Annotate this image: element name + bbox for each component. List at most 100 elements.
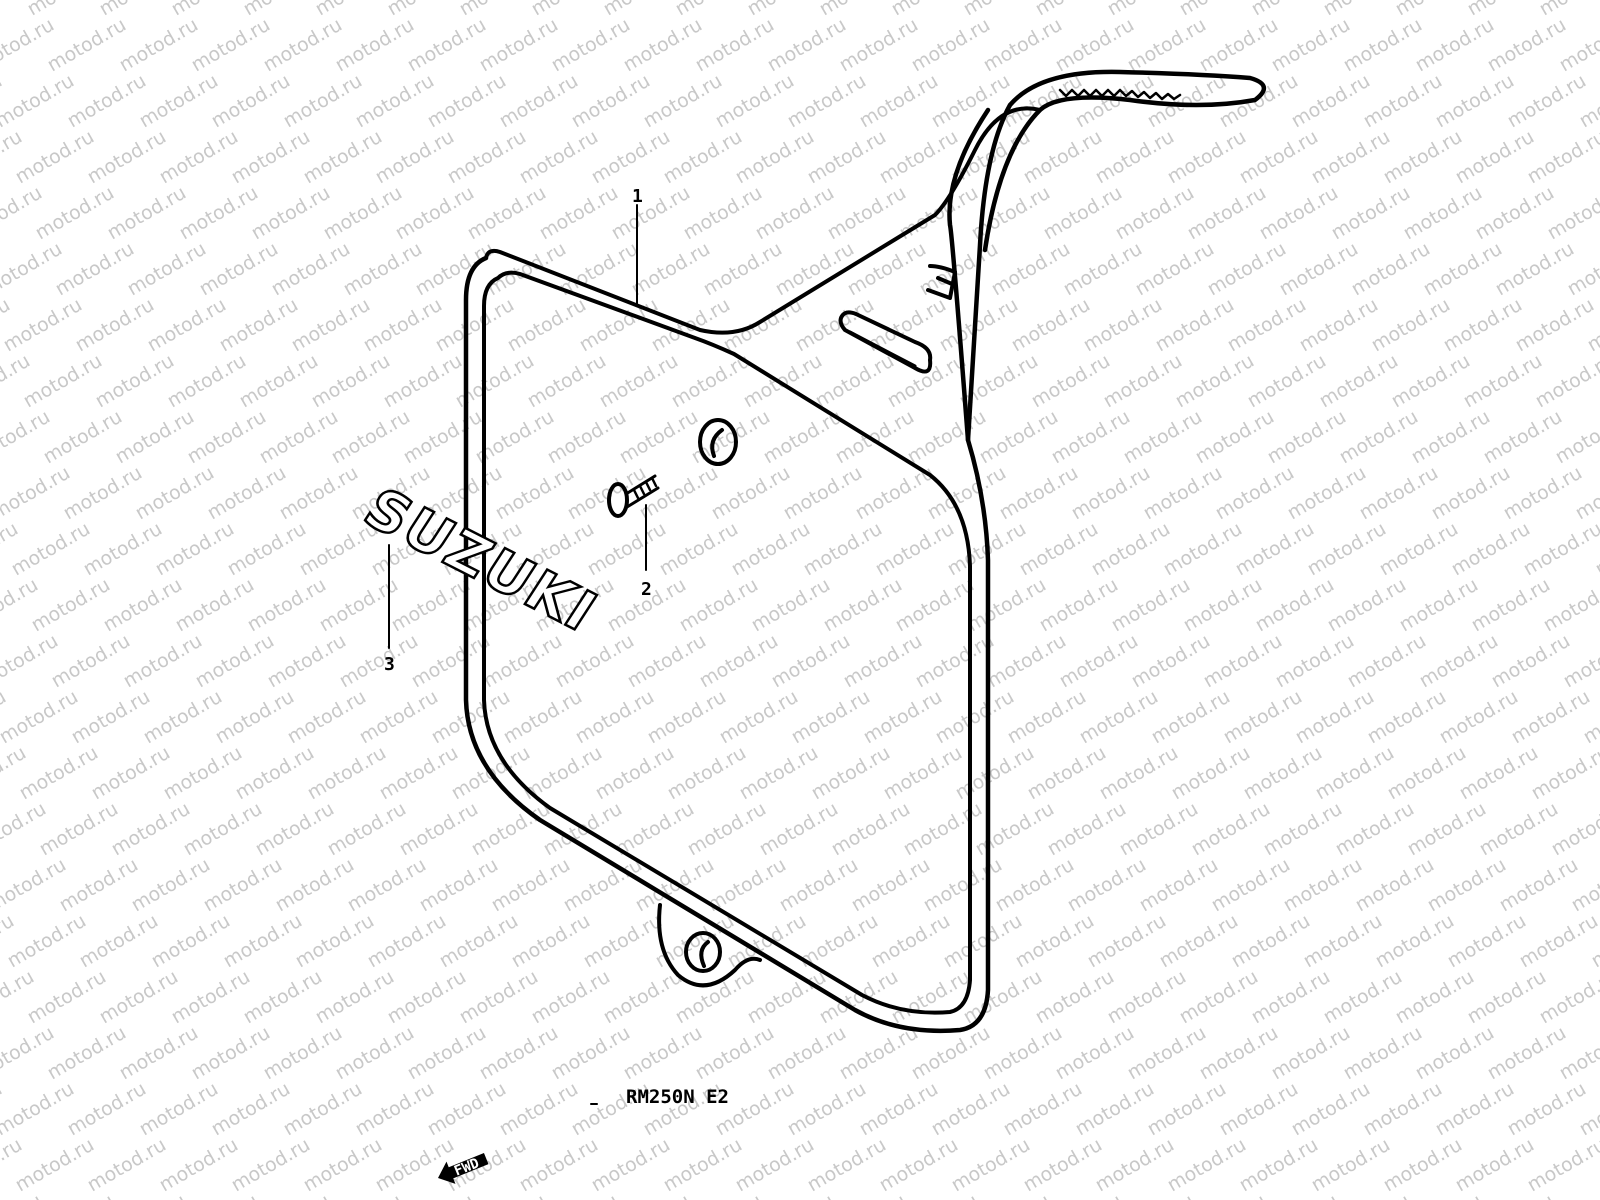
- watermark-text: motod.ru: [692, 14, 778, 77]
- watermark-text: motod.ru: [1336, 406, 1422, 469]
- watermark-text: motod.ru: [568, 70, 654, 133]
- watermark-text: motod.ru: [968, 1190, 1054, 1200]
- watermark-text: motod.ru: [656, 518, 742, 581]
- watermark-text: motod.ru: [984, 630, 1070, 693]
- watermark-text: motod.ru: [364, 910, 450, 973]
- watermark-text: motod.ru: [1268, 14, 1354, 77]
- watermark-text: motod.ru: [320, 182, 406, 245]
- watermark-text: motod.ru: [1304, 518, 1390, 581]
- watermark-text: motod.ru: [288, 294, 374, 357]
- watermark-text: motod.ru: [1412, 14, 1498, 77]
- watermark-text: motod.ru: [976, 406, 1062, 469]
- watermark-text: motod.ru: [544, 406, 630, 469]
- watermark-text: motod.ru: [848, 854, 934, 917]
- watermark-text: motod.ru: [840, 630, 926, 693]
- watermark-text: motod.ru: [960, 966, 1046, 1029]
- watermark-text: motod.ru: [1352, 854, 1438, 917]
- watermark-text: motod.ru: [1112, 1190, 1198, 1200]
- watermark-text: motod.ru: [936, 294, 1022, 357]
- watermark-text: motod.ru: [1040, 1190, 1126, 1200]
- watermark-text: motod.ru: [424, 70, 510, 133]
- watermark-text: motod.ru: [140, 686, 226, 749]
- watermark-text: motod.ru: [1208, 854, 1294, 917]
- watermark-text: motod.ru: [216, 294, 302, 357]
- watermark-text: motod.ru: [1052, 1022, 1138, 1085]
- watermark-text: motod.ru: [1400, 1190, 1486, 1200]
- watermark-text: motod.ru: [692, 1022, 778, 1085]
- watermark-text: motod.ru: [1404, 798, 1490, 861]
- watermark-text: motod.ru: [272, 854, 358, 917]
- watermark-text: motod.ru: [1036, 574, 1122, 637]
- watermark-text: motod.ru: [280, 70, 366, 133]
- watermark-text: motod.ru: [1084, 910, 1170, 973]
- number-plate: [463, 69, 1266, 1034]
- watermark-text: motod.ru: [1180, 574, 1266, 637]
- watermark-text: motod.ru: [748, 574, 834, 637]
- watermark-text: motod.ru: [28, 574, 114, 637]
- watermark-text: motod.ru: [188, 1022, 274, 1085]
- watermark-text: motod.ru: [488, 854, 574, 917]
- watermark-text: motod.ru: [8, 518, 94, 581]
- watermark-text: motod.ru: [1112, 182, 1198, 245]
- watermark-text: motod.ru: [92, 350, 178, 413]
- watermark-text: motod.ru: [640, 70, 726, 133]
- watermark-text: motod.ru: [156, 1134, 242, 1197]
- watermark-text: motod.ru: [232, 742, 318, 805]
- watermark-text: motod.ru: [1360, 70, 1446, 133]
- watermark-text: motod.ru: [476, 14, 562, 77]
- watermark-text: motod.ru: [1432, 1078, 1518, 1141]
- watermark-text: motod.ru: [1308, 126, 1394, 189]
- watermark-text: motod.ru: [896, 1190, 982, 1200]
- watermark-text: motod.ru: [1348, 238, 1434, 301]
- watermark-text: motod.ru: [1068, 462, 1154, 525]
- watermark-text: motod.ru: [1152, 294, 1238, 357]
- watermark-text: motod.ru: [972, 798, 1058, 861]
- watermark-text: motod.ru: [1104, 966, 1190, 1029]
- watermark-text: motod.ru: [380, 350, 466, 413]
- watermark-text: motod.ru: [168, 966, 254, 1029]
- watermark-text: motod.ru: [948, 1134, 1034, 1197]
- watermark-text: motod.ru: [548, 14, 634, 77]
- watermark-text: motod.ru: [136, 70, 222, 133]
- watermark-text: motod.ru: [96, 966, 182, 1029]
- watermark-text: motod.ru: [1132, 238, 1218, 301]
- model-code: RM250N E2: [626, 1086, 729, 1108]
- watermark-text: motod.ru: [1108, 574, 1194, 637]
- watermark-text: motod.ru: [536, 182, 622, 245]
- watermark-text: motod.ru: [332, 14, 418, 77]
- watermark-text: motod.ru: [1196, 14, 1282, 77]
- watermark-text: motod.ru: [208, 70, 294, 133]
- watermark-text: motod.ru: [1216, 1078, 1302, 1141]
- watermark-text: motod.ru: [1264, 406, 1350, 469]
- watermark-text: motod.ru: [764, 1022, 850, 1085]
- watermark-text: motod.ru: [1020, 126, 1106, 189]
- watermark-text: motod.ru: [1432, 70, 1518, 133]
- watermark-text: motod.ru: [312, 966, 398, 1029]
- watermark-text: motod.ru: [300, 1134, 386, 1197]
- grommet-upper: [698, 418, 738, 466]
- watermark-text: motod.ru: [1120, 406, 1206, 469]
- watermark-text: motod.ru: [752, 182, 838, 245]
- watermark-text: motod.ru: [396, 798, 482, 861]
- watermark-text: motod.ru: [188, 14, 274, 77]
- watermark-text: motod.ru: [676, 574, 762, 637]
- watermark-text: motod.ru: [764, 14, 850, 77]
- watermark-text: motod.ru: [248, 182, 334, 245]
- watermark-text: motod.ru: [804, 126, 890, 189]
- watermark-text: motod.ru: [1468, 574, 1554, 637]
- watermark-text: motod.ru: [1444, 910, 1530, 973]
- watermark-text: motod.ru: [876, 1134, 962, 1197]
- watermark-text: motod.ru: [616, 406, 702, 469]
- watermark-text: motod.ru: [1512, 294, 1598, 357]
- watermark-text: motod.ru: [128, 854, 214, 917]
- watermark-text: motod.ru: [1008, 294, 1094, 357]
- watermark-text: motod.ru: [1200, 630, 1286, 693]
- watermark-text: motod.ru: [372, 126, 458, 189]
- watermark-text: motod.ru: [1276, 238, 1362, 301]
- watermark-text: motod.ru: [700, 238, 786, 301]
- watermark-text: motod.ru: [104, 182, 190, 245]
- watermark-text: motod.ru: [1436, 686, 1522, 749]
- watermark-text: motod.ru: [260, 14, 346, 77]
- watermark-text: motod.ru: [116, 1022, 202, 1085]
- watermark-text: motod.ru: [1360, 1078, 1446, 1141]
